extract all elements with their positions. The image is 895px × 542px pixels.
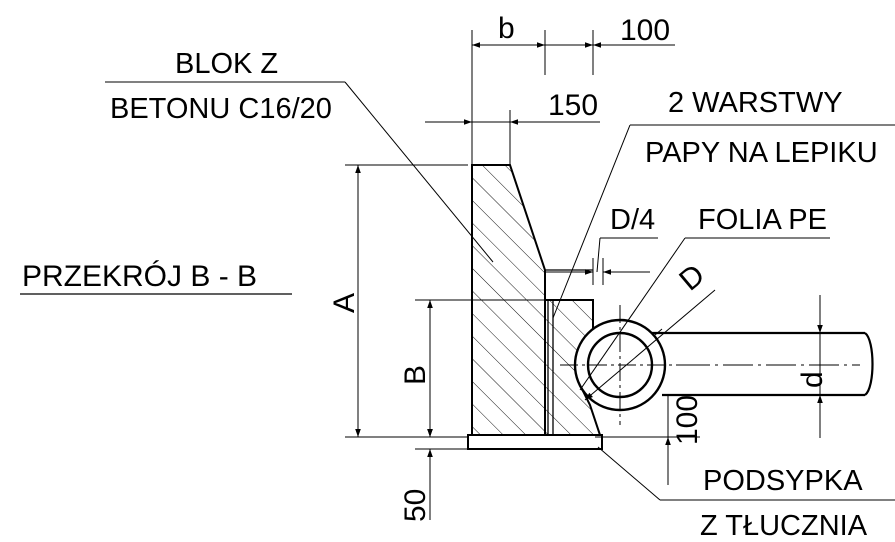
dim-d-quarter: D/4	[545, 204, 658, 285]
dim-d-quarter-label: D/4	[610, 204, 655, 236]
membrane-leader	[552, 124, 631, 319]
pipe-section	[560, 305, 680, 425]
dim-100-right: 100	[595, 395, 704, 485]
gravel-bedding	[467, 434, 603, 450]
dim-50: 50	[399, 415, 468, 522]
membrane-label-line1: 2 WARSTWY	[668, 87, 843, 119]
membrane-layers	[547, 300, 554, 435]
dim-150: 150	[425, 89, 600, 165]
dim-d-label: d	[796, 371, 829, 388]
dim-150-label: 150	[548, 89, 598, 122]
dim-50-label: 50	[399, 489, 432, 522]
dim-B: B	[399, 299, 545, 437]
section-title: PRZEKRÓJ B - B	[20, 260, 292, 295]
dim-top: b 100	[471, 12, 675, 165]
foil-leader	[579, 237, 686, 391]
dim-100-right-label: 100	[671, 395, 704, 445]
dim-b-label: b	[498, 12, 515, 45]
membrane-label: 2 WARSTWY PAPY NA LEPIKU	[552, 87, 895, 319]
dim-D-label: D	[673, 258, 711, 297]
block-label-line2: BETONU C16/20	[110, 93, 332, 125]
dim-A: A	[328, 164, 468, 438]
block-leader	[344, 81, 494, 263]
foil-label: FOLIA PE	[579, 204, 830, 391]
foil-label-text: FOLIA PE	[698, 204, 827, 236]
pipe-run	[652, 331, 874, 397]
bedding-label: PODSYPKA Z TŁUCZNIA	[597, 446, 895, 542]
dim-A-label: A	[328, 293, 361, 313]
dim-d: d	[796, 295, 829, 438]
bedding-label-line2: Z TŁUCZNIA	[700, 510, 868, 542]
dim-B-label: B	[399, 365, 432, 385]
dim-100-top-label: 100	[620, 14, 670, 47]
block-label-line1: BLOK Z	[175, 48, 278, 80]
section-title-text: PRZEKRÓJ B - B	[22, 260, 257, 293]
bedding-label-line1: PODSYPKA	[703, 465, 863, 497]
bedding-leader	[597, 446, 661, 501]
membrane-label-line2: PAPY NA LEPIKU	[645, 137, 878, 169]
block-label: BLOK Z BETONU C16/20	[105, 48, 494, 263]
pipe-break-line	[864, 332, 874, 396]
